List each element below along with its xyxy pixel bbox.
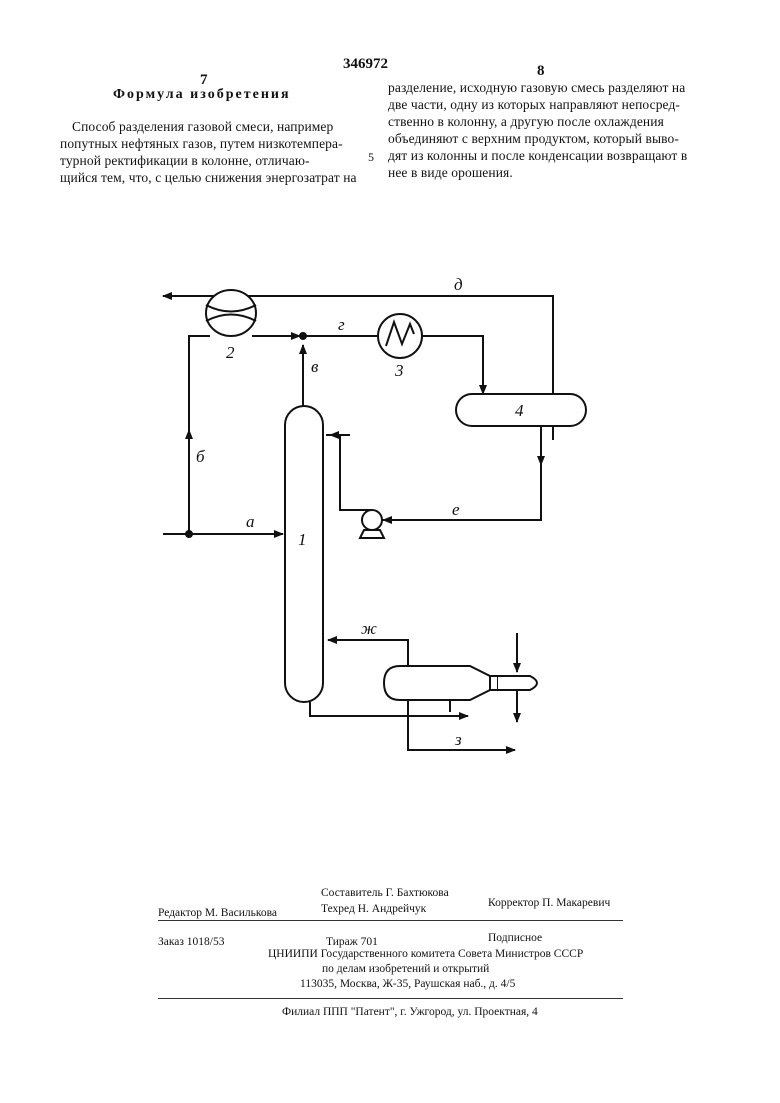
left-line: турной ректификации в колонне, отличаю- bbox=[60, 153, 310, 168]
right-line: две части, одну из которых направляют не… bbox=[388, 97, 681, 112]
footer-compiler: Составитель Г. Бахтюкова bbox=[321, 887, 449, 899]
footer-techred: Техред Н. Андрейчук bbox=[321, 903, 427, 915]
label-d: д bbox=[454, 275, 463, 294]
right-page-number: 8 bbox=[537, 63, 545, 79]
label-1: 1 bbox=[298, 530, 307, 549]
right-line: дят из колонны и после конденсации возвр… bbox=[388, 148, 688, 163]
label-2: 2 bbox=[226, 343, 235, 362]
stream-d-line bbox=[162, 292, 554, 440]
footer-branch: Филиал ППП "Патент", г. Ужгород, ул. Про… bbox=[282, 1006, 538, 1018]
label-zh: ж bbox=[361, 619, 377, 638]
label-a: а bbox=[246, 512, 255, 531]
footer-subscription: Подписное bbox=[488, 932, 543, 944]
label-4: 4 bbox=[515, 401, 524, 420]
label-e: е bbox=[452, 500, 460, 519]
right-line: ственно в колонну, а другую после охлажд… bbox=[388, 114, 664, 129]
pump bbox=[361, 509, 383, 531]
footer-corrector: Корректор П. Макаревич bbox=[488, 897, 611, 909]
left-line: Способ разделения газовой смеси, наприме… bbox=[72, 119, 334, 134]
footer-editor: Редактор М. Василькова bbox=[158, 907, 277, 919]
left-line: попутных нефтяных газов, путем низкотемп… bbox=[60, 136, 343, 151]
heat-exchanger-2 bbox=[205, 289, 257, 337]
label-b: б bbox=[196, 447, 205, 466]
stream-z-line bbox=[407, 700, 516, 754]
stream-b-line bbox=[188, 335, 210, 534]
line-marker: 5 bbox=[368, 150, 374, 164]
footer-circulation: Тираж 701 bbox=[326, 936, 378, 948]
stream-zh-line bbox=[327, 636, 409, 665]
right-line: объединяют с верхним продуктом, который … bbox=[388, 131, 679, 146]
claims-heading: Формула изобретения bbox=[113, 87, 291, 102]
left-line: щийся тем, что, с целью снижения энергоз… bbox=[60, 170, 357, 185]
column-1 bbox=[284, 405, 324, 703]
patent-number: 346972 bbox=[343, 56, 388, 72]
footer-address: 113035, Москва, Ж-35, Раушская наб., д. … bbox=[300, 978, 516, 990]
right-column-text: разделение, исходную газовую смесь разде… bbox=[388, 79, 688, 181]
footer-org-line1: ЦНИИПИ Государственного комитета Совета … bbox=[268, 948, 584, 960]
separator-4 bbox=[455, 393, 587, 427]
footer-order: Заказ 1018/53 bbox=[158, 936, 225, 948]
left-page-number: 7 bbox=[200, 72, 208, 88]
label-3: 3 bbox=[394, 361, 404, 380]
left-column-text: Способ разделения газовой смеси, наприме… bbox=[60, 118, 358, 186]
right-line: нее в виде орошения. bbox=[388, 165, 513, 180]
footer-divider-top bbox=[158, 920, 623, 921]
reboiler bbox=[382, 665, 491, 701]
footer-divider-bottom bbox=[158, 998, 623, 999]
right-line: разделение, исходную газовую смесь разде… bbox=[388, 80, 686, 95]
label-g: г bbox=[338, 315, 345, 334]
footer-org-line2: по делам изобретений и открытий bbox=[322, 963, 490, 975]
stream-e-line bbox=[382, 426, 542, 524]
label-z: з bbox=[454, 730, 462, 749]
label-v: в bbox=[311, 357, 319, 376]
